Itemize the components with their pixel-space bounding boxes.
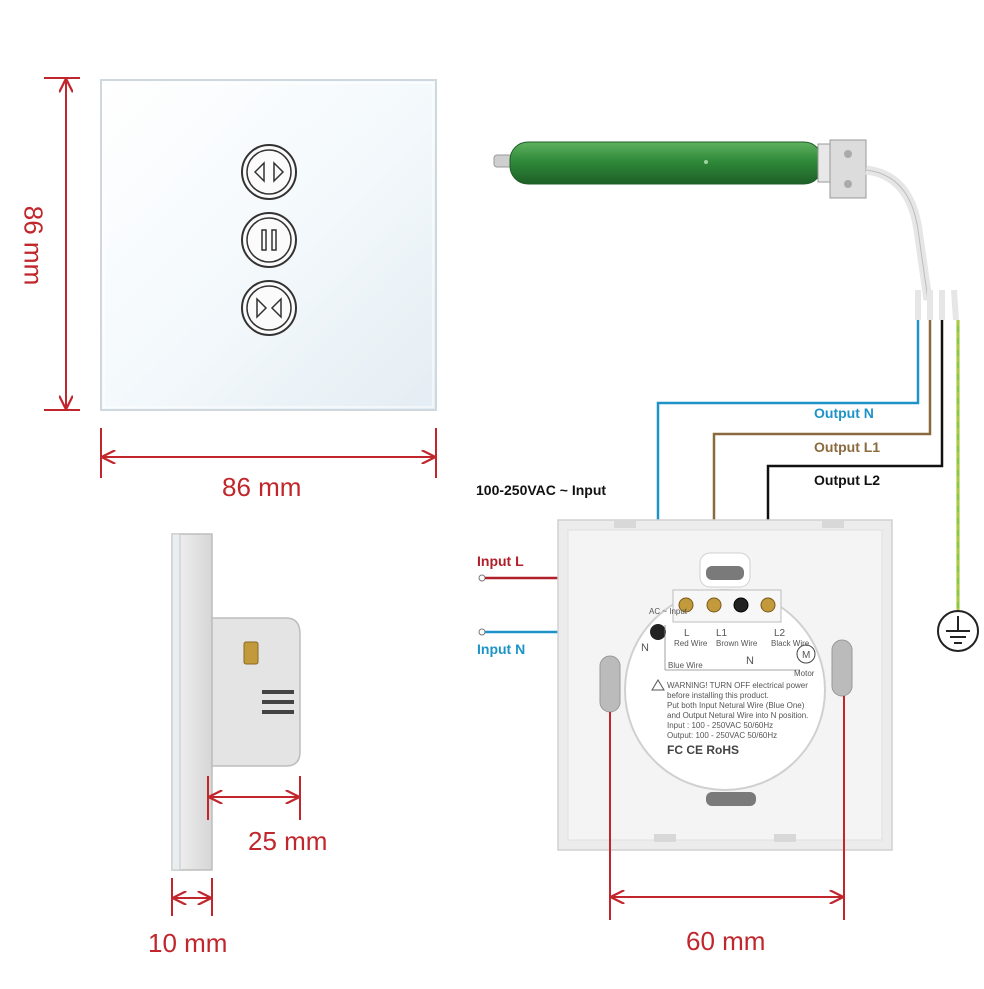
warning-line-2: before installing this product.	[667, 691, 769, 700]
input-l-label: Input L	[477, 553, 524, 569]
n-bottom-label: N	[746, 655, 754, 667]
warning-line-6: Output: 100 - 250VAC 50/60Hz	[667, 731, 777, 740]
panel-width-dimension	[100, 428, 437, 478]
motor-symbol: M	[802, 650, 810, 661]
ground-icon	[937, 610, 979, 652]
blue-wire-label: Blue Wire	[668, 661, 703, 670]
close-button-icon	[241, 280, 297, 336]
thickness-dimension	[171, 878, 213, 916]
warning-icon	[651, 679, 665, 691]
red-wire-label: Red Wire	[674, 639, 708, 648]
output-n-label: Output N	[814, 405, 874, 421]
panel-height-label: 86 mm	[18, 205, 49, 286]
output-n-wire	[656, 320, 920, 632]
warning-line-3: Put both Input Netural Wire (Blue One)	[667, 701, 805, 710]
l-terminal-label: L	[684, 628, 690, 639]
ac-input-label: AC ~ Input	[649, 607, 688, 616]
depth-label: 25 mm	[248, 826, 328, 856]
terminal-screw-icon	[243, 641, 259, 665]
front-panel	[100, 79, 437, 411]
black-wire-label: Black Wire	[771, 639, 810, 648]
l2-terminal-label: L2	[774, 628, 786, 639]
brown-wire-label: Brown Wire	[716, 639, 758, 648]
motor-label: Motor	[794, 669, 815, 678]
warning-line-5: Input : 100 - 250VAC 50/60Hz	[667, 721, 773, 730]
output-l1-label: Output L1	[814, 439, 881, 455]
warning-line-4: and Output Netural Wire into N position.	[667, 711, 808, 720]
n-terminal-label: N	[641, 642, 649, 654]
output-l2-label: Output L2	[814, 472, 881, 488]
panel-width-label: 86 mm	[222, 472, 302, 502]
input-title: 100-250VAC ~ Input	[476, 482, 607, 498]
depth-dimension	[207, 776, 301, 820]
l1-terminal-label: L1	[716, 628, 728, 639]
mount-spacing-dimension	[609, 696, 845, 920]
panel-height-dimension	[44, 77, 80, 411]
back-plate	[557, 519, 893, 851]
certification-marks: FC CE RoHS	[667, 743, 739, 757]
pause-button-icon	[241, 212, 297, 268]
side-view	[171, 533, 301, 871]
open-button-icon	[241, 144, 297, 200]
mount-spacing-label: 60 mm	[686, 926, 766, 956]
input-n-label: Input N	[477, 641, 526, 657]
thickness-label: 10 mm	[148, 928, 228, 958]
warning-line-1: WARNING! TURN OFF electrical power	[667, 681, 808, 690]
tubular-motor	[493, 139, 867, 199]
